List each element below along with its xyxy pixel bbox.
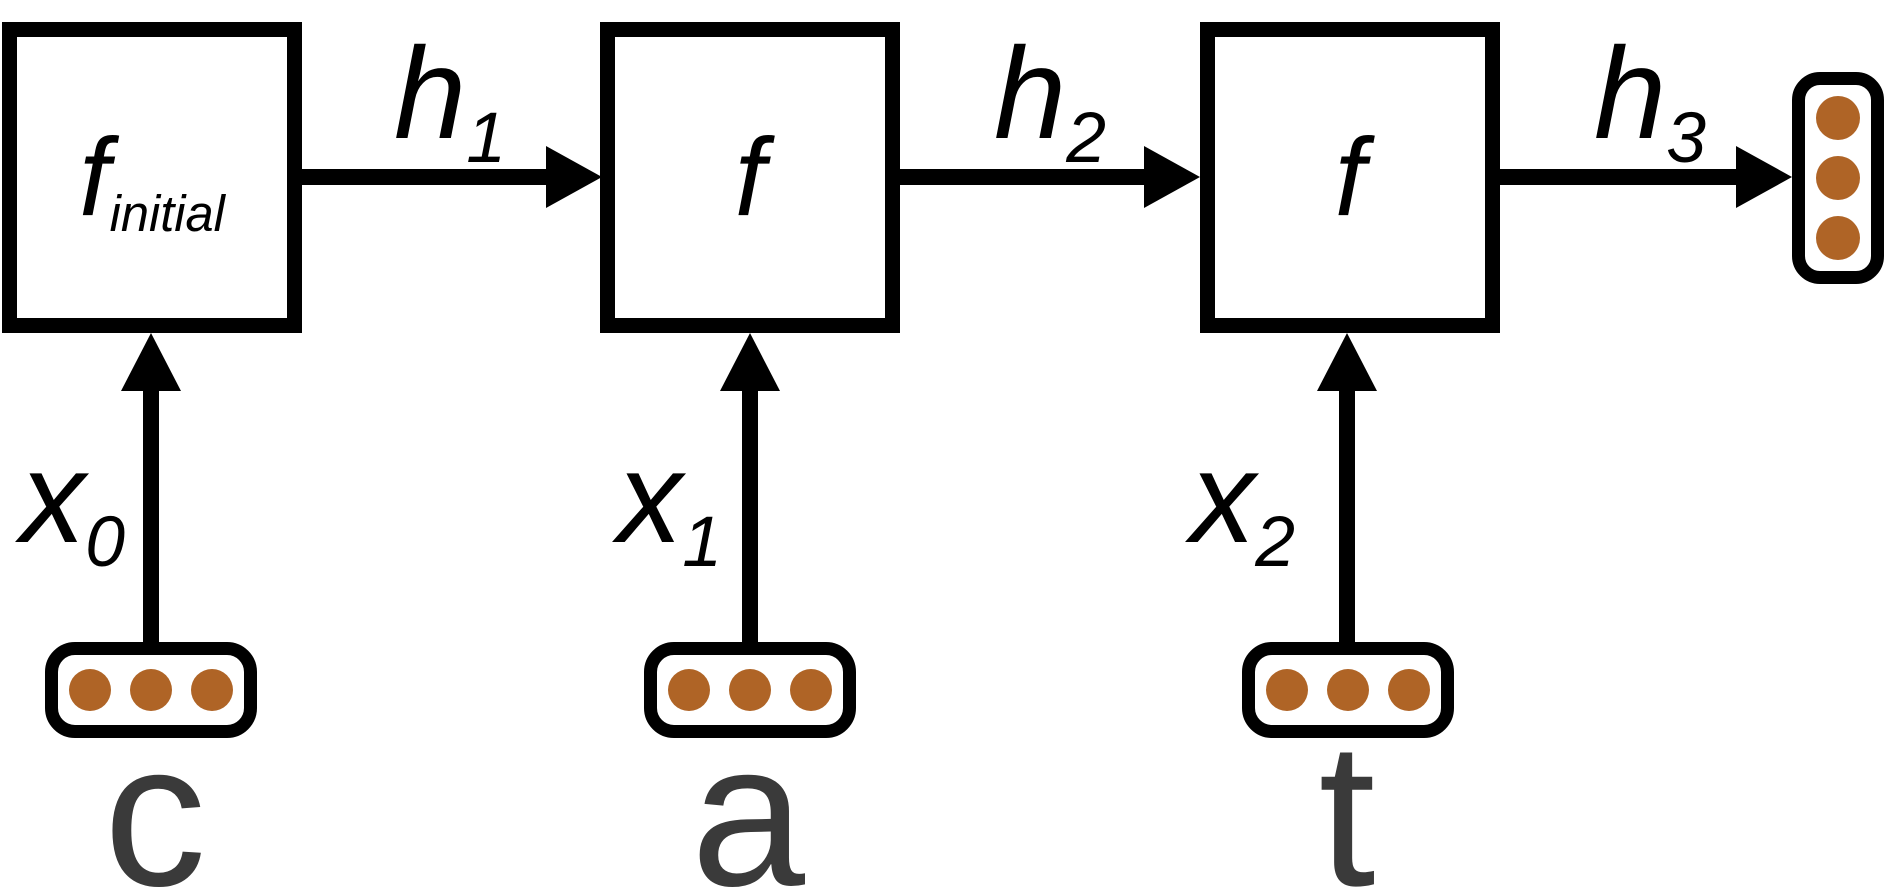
vector-dot-icon [790, 669, 832, 711]
hidden-state-label-h3: h3 [1500, 28, 1800, 173]
input-letter-t: t [1318, 700, 1376, 895]
vector-dot-icon [191, 669, 233, 711]
input-label-x1: x1 [502, 432, 722, 577]
label-subscript: 2 [1255, 501, 1295, 582]
hidden-state-label-h2: h2 [900, 28, 1200, 173]
label-subscript: 1 [682, 501, 722, 582]
input-arrow-x1 [742, 390, 758, 644]
label-subscript: 3 [1666, 97, 1707, 178]
label-base: h [393, 20, 467, 166]
input-letter-c: c [103, 700, 207, 895]
label-base: x [617, 424, 683, 570]
vector-dot-icon [729, 669, 771, 711]
cell-function-base: f [1334, 115, 1366, 239]
rnn-cell-box-initial: finitial [2, 22, 302, 333]
rnn-cell-box-2: f [600, 22, 900, 333]
cell-function-base: f [79, 115, 110, 239]
vector-dot-icon [1816, 216, 1860, 260]
input-letter-a: a [690, 700, 805, 895]
label-base: x [20, 424, 86, 570]
arrowhead-up-icon [121, 333, 181, 391]
rnn-cell-box-3: f [1200, 22, 1500, 333]
cell-function-label-2: f [735, 122, 766, 233]
input-arrow-x0 [143, 390, 159, 644]
label-base: x [1190, 424, 1256, 570]
output-vector [1792, 72, 1884, 284]
vector-dot-icon [1816, 156, 1860, 200]
hidden-state-arrow-h2 [900, 169, 1150, 185]
input-arrow-x2 [1339, 390, 1355, 644]
hidden-state-arrow-h3 [1500, 169, 1740, 185]
vector-dot-icon [130, 669, 172, 711]
cell-function-base: f [734, 115, 766, 239]
vector-dot-icon [1266, 669, 1308, 711]
label-subscript: 1 [466, 97, 507, 178]
hidden-state-label-h1: h1 [300, 28, 600, 173]
vector-dot-icon [69, 669, 111, 711]
arrowhead-right-icon [1144, 146, 1200, 208]
label-base: h [1593, 20, 1667, 166]
hidden-state-arrow-h1 [302, 169, 552, 185]
vector-dot-icon [668, 669, 710, 711]
arrowhead-up-icon [1317, 333, 1377, 391]
input-label-x2: x2 [1075, 432, 1295, 577]
vector-dot-icon [1388, 669, 1430, 711]
cell-function-label-initial: finitial [79, 122, 225, 238]
label-subscript: 2 [1066, 97, 1107, 178]
input-vector-t [1242, 642, 1454, 738]
cell-function-label-3: f [1335, 122, 1366, 233]
arrowhead-up-icon [720, 333, 780, 391]
cell-function-subscript: initial [109, 184, 225, 242]
label-subscript: 0 [85, 501, 125, 582]
input-label-x0: x0 [0, 432, 125, 577]
label-base: h [993, 20, 1067, 166]
input-vector-c [45, 642, 257, 738]
input-vector-a [644, 642, 856, 738]
vector-dot-icon [1327, 669, 1369, 711]
vector-dot-icon [1816, 96, 1860, 140]
arrowhead-right-icon [1736, 146, 1792, 208]
arrowhead-right-icon [546, 146, 602, 208]
